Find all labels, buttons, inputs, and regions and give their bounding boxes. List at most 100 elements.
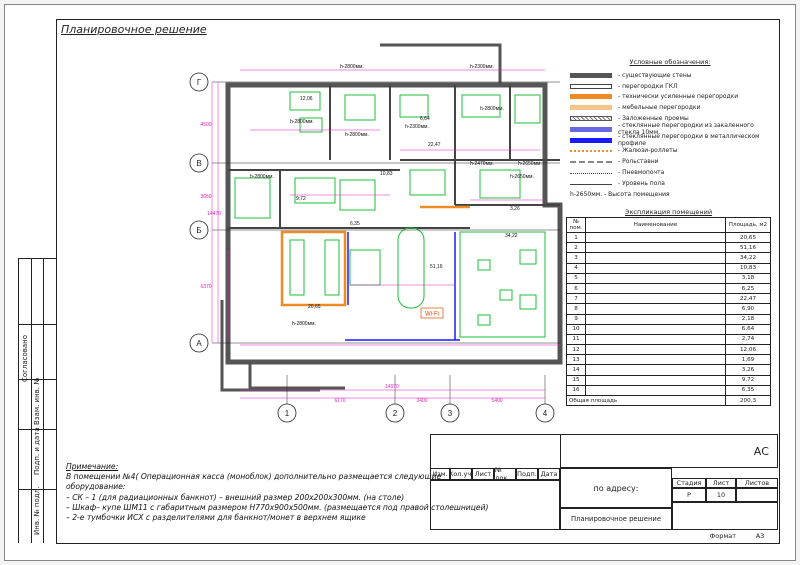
room-area-labels: 12,06 6,64 22,47 20,65 51,16 34,22 10,83… [296,96,520,310]
notes-title: Примечание: [66,462,119,471]
room-schedule: Экспликация помещений № пом. Наименовани… [566,208,771,407]
side-strip-col [19,259,32,543]
legend-label: - Жалюзи-роллеты [618,147,678,155]
room-area: 6,90 [725,303,771,315]
sheets-value [736,488,778,502]
room-number: 13 [566,354,586,366]
stage-label: Стадия [672,478,706,488]
format-value: А3 [755,532,765,540]
legend-label: - перегородки ГКЛ [618,82,678,90]
room-number: 8 [566,303,586,315]
room-number: 9 [566,313,586,325]
revision-area [430,480,560,530]
room-area: 12,06 [725,344,771,356]
dim-left-total: 14470 [207,211,221,217]
col-header: Лист [472,468,494,480]
side-strip-col [31,259,44,543]
room-area: 9,72 [296,196,306,202]
wifi-marker [420,307,444,319]
room-number: 16 [566,384,586,397]
room-number: 2 [566,242,586,254]
address-cell: по адресу: [560,468,672,508]
room-height: h-2800мм. [340,64,364,70]
legend-label: - технически усиленные перегородки [618,93,739,101]
room-area: 10,83 [380,171,393,177]
legend-label: h-2650мм. - Высота помещения [570,190,670,198]
room-area: 51,16 [430,264,443,270]
legend-item: - стеклянные перегородки в металлическом… [570,133,770,147]
dim-total: 14970 [385,384,399,390]
room-area: 3,26 [510,206,520,212]
room-area: 22,47 [725,293,771,305]
glass-partitions [345,232,460,341]
dim-left-1: 4500 [200,122,211,128]
sheet-name-cell: Планировочное решение [560,508,672,530]
legend-swatch [570,137,612,143]
legend-item: h-2650мм. - Высота помещения [570,189,770,200]
room-area: 34,22 [505,233,518,239]
room-number: 6 [566,282,586,295]
room-area: 20,65 [308,304,321,310]
room-name [585,242,726,254]
room-schedule-header: № пом. Наименование Площадь, м2 [566,217,771,233]
legend-item: - стеклянные перегородки из закаленного … [570,122,770,136]
stage-value: Р [672,488,706,502]
legend-swatch [570,171,612,175]
col-header: № док. [494,466,516,482]
room-name [585,333,726,346]
header-number: № пом. [566,217,586,233]
room-height: h-2300мм. [470,64,494,70]
room-name [585,344,726,356]
legend-item: - Уровень пола [570,178,770,189]
side-strip-row [19,379,57,380]
room-name [585,272,726,284]
room-name [585,262,726,274]
room-height-labels: h-2800мм. h-2300мм. h-2800мм. h-2800мм. … [250,64,542,327]
legend-items: - существующие стены- перегородки ГКЛ- т… [570,70,770,200]
legend-swatch [570,116,612,122]
room-number: 7 [566,293,586,305]
side-strip-row [19,489,57,490]
legend-item: - Жалюзи-роллеты [570,146,770,157]
room-schedule-title: Экспликация помещений [624,208,713,216]
room-area: 6,35 [725,384,771,397]
room-area: 6,25 [725,282,771,295]
side-strip-row [19,324,57,325]
room-number: 4 [566,262,586,274]
room-height: h-2800мм. [292,321,316,327]
col-header: Кол.уч. [448,468,474,480]
axis-label-v: В [196,159,201,168]
col-header: Подп. [516,468,538,480]
room-area: 10,83 [725,262,771,274]
legend-swatch [570,94,612,100]
dim-top-3: 5400 [491,398,502,404]
drawing-frame [56,19,780,544]
room-area: 20,65 [725,231,771,244]
note-line: – 2-е тумбочки ИСХ с разделителями для б… [66,513,366,523]
legend-swatch [570,126,612,132]
format-label: Формат [709,532,736,540]
room-area: 6,35 [350,221,360,227]
legend-label: - мебельные перегородки [618,104,701,112]
note-line: оборудование: [66,482,126,492]
room-area: 9,72 [725,374,771,386]
room-total-row: Общая площадь 200,3 [566,394,771,407]
side-strip-row [19,429,57,430]
project-code: АС [560,434,778,468]
room-height: h-2650мм. [518,161,542,167]
room-name [585,364,726,376]
side-stamp-strip [18,258,57,543]
legend-label: - Рольставни [618,158,659,166]
axis-label-a: А [196,339,202,348]
legend-item: - Пневмопочта [570,167,770,178]
dim-left-3: 6370 [200,284,211,290]
title-block: АС Изм. Кол.уч. Лист № док. Подп. Дата п… [430,434,778,542]
